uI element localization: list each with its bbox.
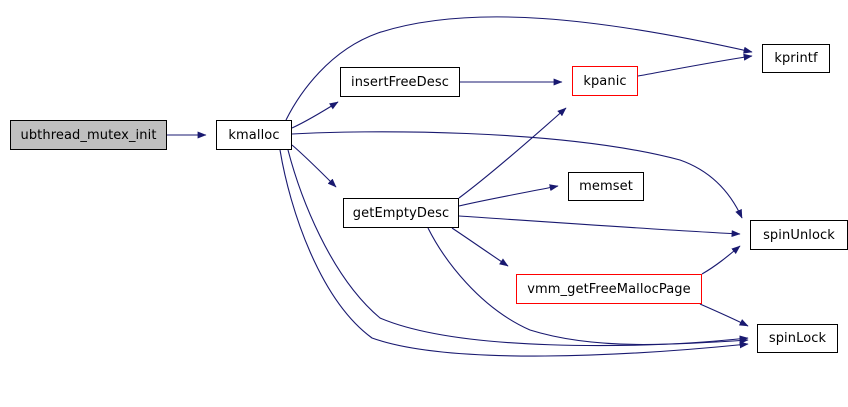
graph-node-spinLock[interactable]: spinLock <box>757 324 838 353</box>
graph-node-kpanic[interactable]: kpanic <box>572 66 638 96</box>
graph-edge-vmm_getFreeMallocPage-to-spinLock <box>699 303 749 327</box>
graph-node-insertFreeDesc[interactable]: insertFreeDesc <box>340 67 460 97</box>
graph-node-label: insertFreeDesc <box>351 74 449 90</box>
graph-node-label: ubthread_mutex_init <box>20 127 157 143</box>
graph-node-label: kmalloc <box>228 127 280 143</box>
graph-node-label: getEmptyDesc <box>352 205 450 221</box>
graph-edge-getEmptyDesc-to-kpanic <box>458 107 567 199</box>
graph-node-vmm_getFreeMallocPage[interactable]: vmm_getFreeMallocPage <box>516 274 702 304</box>
graph-node-spinUnlock[interactable]: spinUnlock <box>750 220 848 250</box>
graph-edge-kmalloc-to-spinLock <box>287 149 749 347</box>
graph-node-label: vmm_getFreeMallocPage <box>527 281 691 297</box>
graph-node-kprintf[interactable]: kprintf <box>762 44 830 73</box>
graph-node-getEmptyDesc[interactable]: getEmptyDesc <box>343 198 459 228</box>
graph-edge-kmalloc-to-getEmptyDesc <box>291 144 337 188</box>
graph-node-label: spinLock <box>768 331 827 346</box>
graph-node-kmalloc[interactable]: kmalloc <box>216 120 292 150</box>
graph-node-label: kprintf <box>774 51 818 66</box>
graph-edge-kpanic-to-kprintf <box>637 53 753 77</box>
graph-edge-kmalloc-to-insertFreeDesc <box>291 101 339 129</box>
graph-node-label: spinUnlock <box>763 227 835 243</box>
graph-edge-vmm_getFreeMallocPage-to-spinUnlock <box>701 245 741 275</box>
graph-edge-getEmptyDesc-to-memset <box>458 184 559 207</box>
graph-node-ubthread_mutex_init[interactable]: ubthread_mutex_init <box>10 120 167 150</box>
graph-node-label: kpanic <box>583 73 627 89</box>
graph-edge-kmalloc-to-spinLock <box>279 149 749 357</box>
graph-node-memset[interactable]: memset <box>568 172 644 201</box>
graph-node-label: memset <box>579 179 633 194</box>
graph-edge-getEmptyDesc-to-vmm_getFreeMallocPage <box>451 227 509 267</box>
graph-edge-getEmptyDesc-to-spinUnlock <box>458 215 741 238</box>
